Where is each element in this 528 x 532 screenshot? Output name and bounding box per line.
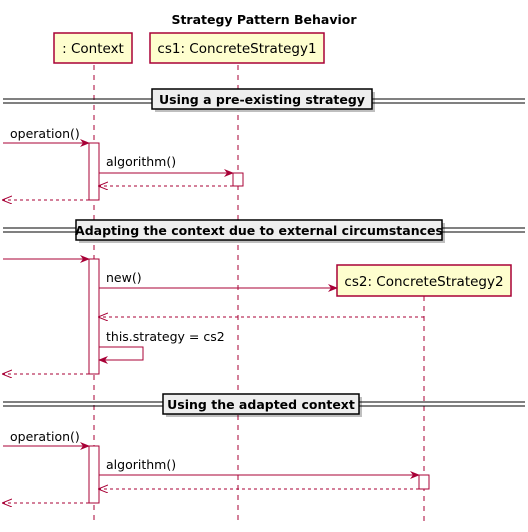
context-activation-1 (88, 142, 100, 201)
participant-cs1: cs1: ConcreteStrategy1 (149, 32, 325, 64)
participant-cs2-label: cs2: ConcreteStrategy2 (344, 274, 503, 290)
divider-adapted-context: Using the adapted context (3, 393, 525, 417)
operation-label-1: operation() (10, 126, 80, 141)
context-activation-3 (88, 445, 100, 504)
diagram-title: Strategy Pattern Behavior (171, 12, 357, 27)
algorithm-label-3: algorithm() (106, 457, 176, 472)
cs2-activation (418, 474, 430, 490)
divider-1-label: Using a pre-existing strategy (159, 92, 365, 107)
context-activation-2 (88, 258, 100, 375)
divider-pre-existing-strategy: Using a pre-existing strategy (3, 88, 525, 112)
participant-cs1-label: cs1: ConcreteStrategy1 (157, 41, 316, 57)
participant-context: : Context (53, 32, 133, 64)
self-assign-call (98, 346, 144, 364)
divider-adapting-context: Adapting the context due to external cir… (3, 219, 525, 243)
divider-3-label: Using the adapted context (167, 397, 355, 412)
algorithm-label-1: algorithm() (106, 154, 176, 169)
assign-label: this.strategy = cs2 (106, 329, 225, 344)
operation-label-3: operation() (10, 429, 80, 444)
participant-context-label: : Context (62, 41, 124, 57)
cs1-activation (232, 172, 244, 187)
new-label: new() (106, 270, 142, 285)
divider-2-label: Adapting the context due to external cir… (75, 223, 443, 238)
participant-cs2: cs2: ConcreteStrategy2 (336, 264, 512, 297)
